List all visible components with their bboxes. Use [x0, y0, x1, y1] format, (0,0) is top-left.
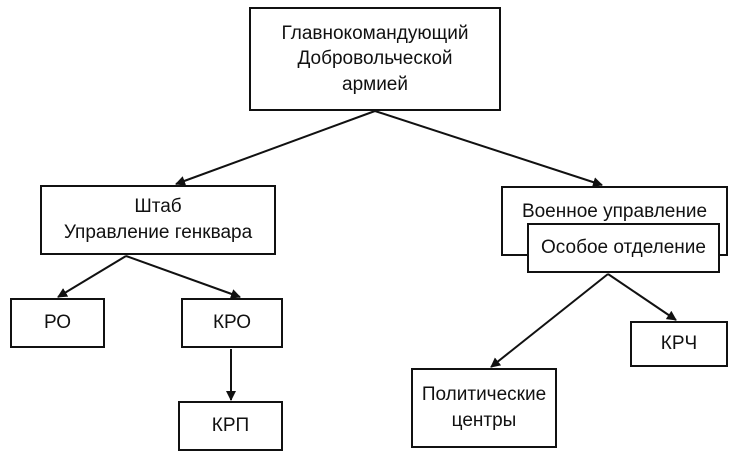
- node-krp: КРП: [178, 401, 283, 451]
- node-headquarters-line-1: Штаб: [134, 196, 182, 218]
- arrow-osoboe-to-pol: [490, 273, 609, 368]
- node-headquarters-line-2: Управление генквара: [63, 222, 253, 243]
- node-political-centers: Политические центры: [411, 368, 557, 448]
- node-political-centers-line-2: центры: [451, 410, 517, 431]
- node-krp-label: КРП: [211, 415, 250, 437]
- node-kro-label: КРО: [212, 312, 252, 334]
- node-military-administration-label: Военное управление: [521, 201, 708, 222]
- node-commander-in-chief-line-2: Добровольческой: [297, 48, 453, 70]
- arrow-root-to-shtab: [175, 110, 376, 186]
- node-special-department: Особое отделение: [527, 223, 720, 273]
- arrow-osoboe-to-krch: [607, 273, 677, 321]
- node-political-centers-line-1: Политические: [421, 384, 547, 406]
- node-commander-in-chief-line-1: Главнокомандующий: [281, 22, 469, 44]
- arrow-shtab-to-ro: [57, 255, 127, 298]
- node-ro: РО: [10, 298, 105, 348]
- node-krch-label: КРЧ: [660, 333, 698, 355]
- node-headquarters: Штаб Управление генквара: [40, 185, 276, 255]
- node-ro-label: РО: [43, 312, 72, 334]
- node-special-department-label: Особое отделение: [541, 237, 706, 259]
- arrow-shtab-to-kro: [125, 255, 241, 299]
- node-commander-in-chief-line-3: армией: [342, 73, 408, 95]
- node-kro: КРО: [181, 298, 283, 348]
- arrow-root-to-voen: [374, 110, 603, 187]
- node-commander-in-chief: Главнокомандующий Добровольческой армией: [249, 7, 501, 111]
- node-krch: КРЧ: [630, 321, 728, 367]
